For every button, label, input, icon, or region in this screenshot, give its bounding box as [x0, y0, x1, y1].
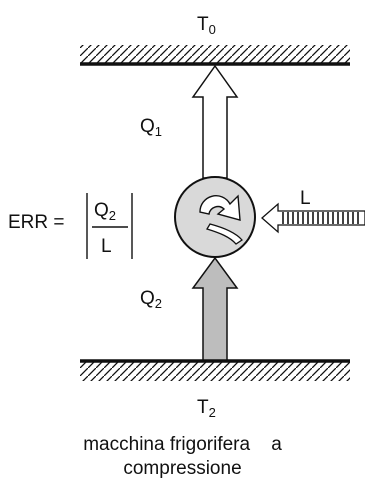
cold-reservoir-label: T2	[197, 397, 216, 420]
cold-reservoir	[80, 359, 350, 381]
heat-in-arrow	[191, 256, 239, 361]
caption: macchina frigorifera a compressione	[0, 433, 365, 481]
formula-denominator: L	[101, 236, 112, 257]
work-arrow	[261, 202, 365, 234]
rotation-arrow-icon	[199, 194, 243, 245]
heat-out-arrow	[191, 64, 239, 179]
cold-reservoir-hatching	[80, 362, 350, 381]
work-label: L	[300, 188, 311, 209]
formula-numerator: Q2	[94, 200, 116, 223]
hot-reservoir-hatching	[80, 45, 350, 64]
caption-line-1: macchina frigorifera a	[83, 434, 282, 455]
hot-reservoir	[80, 45, 350, 66]
err-formula: ERR = Q2 L	[8, 193, 133, 259]
heat-in-label: Q2	[140, 288, 162, 311]
refrigerator-diagram: T0 Q1 L Q2 T2 ERR = Q2 L	[8, 14, 365, 420]
caption-line-2: compressione	[123, 458, 242, 479]
machine-circle	[174, 176, 256, 258]
hot-reservoir-label: T0	[197, 14, 216, 37]
formula-lhs: ERR =	[8, 212, 65, 233]
heat-out-label: Q1	[140, 116, 162, 139]
